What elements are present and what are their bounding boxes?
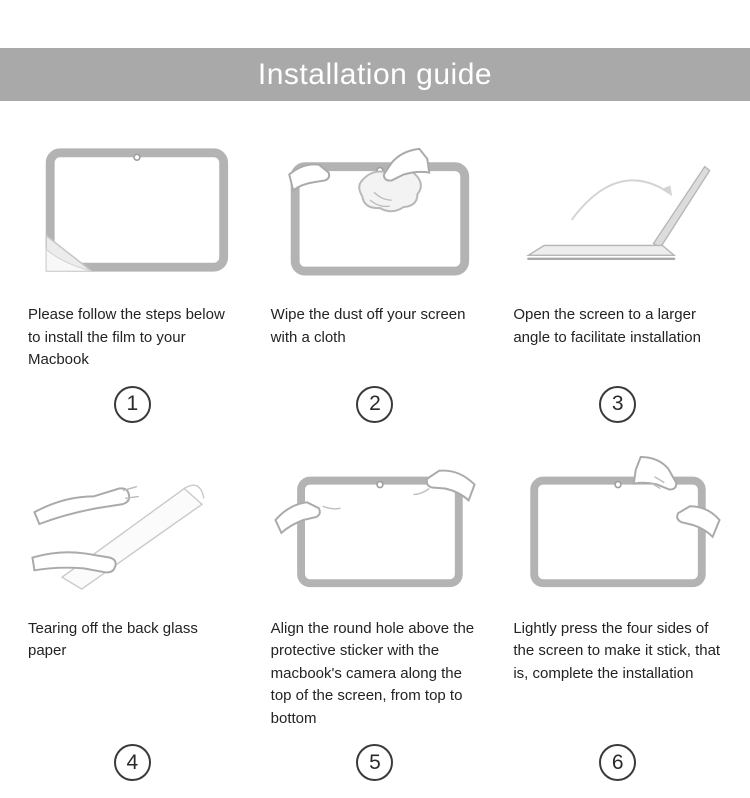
step-2-illustration [267, 141, 484, 279]
installation-guide-banner: Installation guide [0, 48, 750, 101]
step-2-number-badge: 2 [356, 385, 394, 423]
step-4: Tearing off the back glass paper 4 [18, 455, 247, 796]
macbook-screen-film-peel-illustration [45, 148, 229, 272]
wipe-screen-with-cloth-illustration [288, 147, 470, 276]
step-1-description: Please follow the steps below to install… [28, 306, 225, 368]
step-1-number-badge: 1 [113, 385, 151, 423]
step-5-illustration [267, 455, 484, 593]
press-four-sides-illustration [529, 455, 721, 587]
step-3-illustration [509, 141, 726, 279]
step-2-description: Wipe the dust off your screen with a clo… [270, 306, 466, 346]
step-4-illustration [24, 455, 241, 593]
step-5: Align the round hole above the protectiv… [261, 455, 490, 796]
steps-grid: Please follow the steps below to install… [0, 141, 750, 795]
step-1: Please follow the steps below to install… [18, 141, 247, 437]
open-laptop-wide-angle-illustration [525, 165, 711, 260]
step-3: Open the screen to a larger angle to fac… [503, 141, 732, 437]
step-2: Wipe the dust off your screen with a clo… [261, 141, 490, 437]
banner-title: Installation guide [257, 57, 493, 91]
step-3-number-badge: 3 [599, 385, 637, 423]
step-6-illustration [509, 455, 726, 593]
step-1-illustration [24, 141, 241, 279]
step-6: Lightly press the four sides of the scre… [503, 455, 732, 796]
step-3-description: Open the screen to a larger angle to fac… [513, 306, 701, 346]
step-6-description: Lightly press the four sides of the scre… [513, 619, 721, 682]
step-4-description: Tearing off the back glass paper [28, 619, 198, 660]
tear-off-back-paper-illustration [31, 484, 205, 590]
align-film-with-camera-illustration [274, 469, 476, 587]
step-5-description: Align the round hole above the protectiv… [270, 619, 475, 727]
